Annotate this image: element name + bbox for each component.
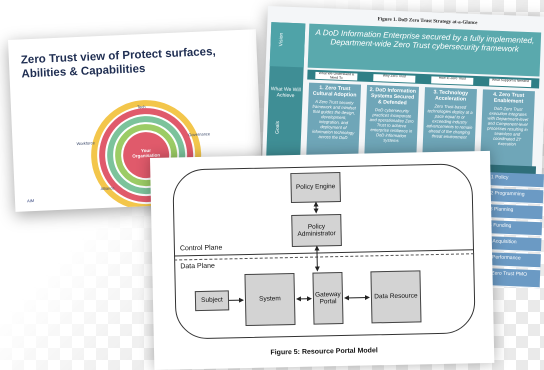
vision-statement: A DoD Information Enterprise secured by …: [307, 23, 542, 77]
dod-strategy-slide[interactable]: Figure 1. DoD Zero Trust Strategy at-a-G…: [261, 6, 544, 177]
goals-side-label: Goals: [274, 120, 282, 135]
slide-title: Zero Trust view of Protect surfaces, Abi…: [20, 45, 216, 81]
goal-title: 1. Zero Trust Cultural Adoption: [312, 85, 357, 99]
ring-label-governance: Governance: [188, 131, 211, 138]
goal-card: 1. Zero Trust Cultural Adoption A Zero T…: [306, 82, 362, 165]
wwa-side-label: What We Will Achieve: [270, 86, 301, 100]
aim-logo: AIM: [26, 198, 35, 204]
flow-arrows: [228, 201, 370, 303]
goal-desc: DoD cybersecurity practices incorporate …: [369, 107, 414, 144]
resource-portal-model-slide[interactable]: Policy Engine Policy Administrator Contr…: [150, 150, 495, 370]
goal-title: 2. DoD Information Systems Secured & Def…: [369, 86, 417, 107]
goal-desc: DoD Zero Trust execution integrates with…: [487, 105, 529, 147]
ring-label-tech: Tech: [136, 104, 146, 110]
ring-label-workforce: Workforce: [76, 140, 95, 147]
objective-item: 4.1 Policy: [483, 172, 544, 189]
vision-side-label: Vision: [278, 32, 285, 47]
goal-desc: A Zero Trust security framework and mind…: [312, 98, 357, 141]
objective-item: 4.2 Programming: [482, 187, 544, 205]
side-vision-block: [269, 22, 306, 68]
goal-desc: Zero Trust-based technologies deploy at …: [426, 103, 473, 140]
ring-label-alliance: Alliance: [100, 185, 115, 192]
